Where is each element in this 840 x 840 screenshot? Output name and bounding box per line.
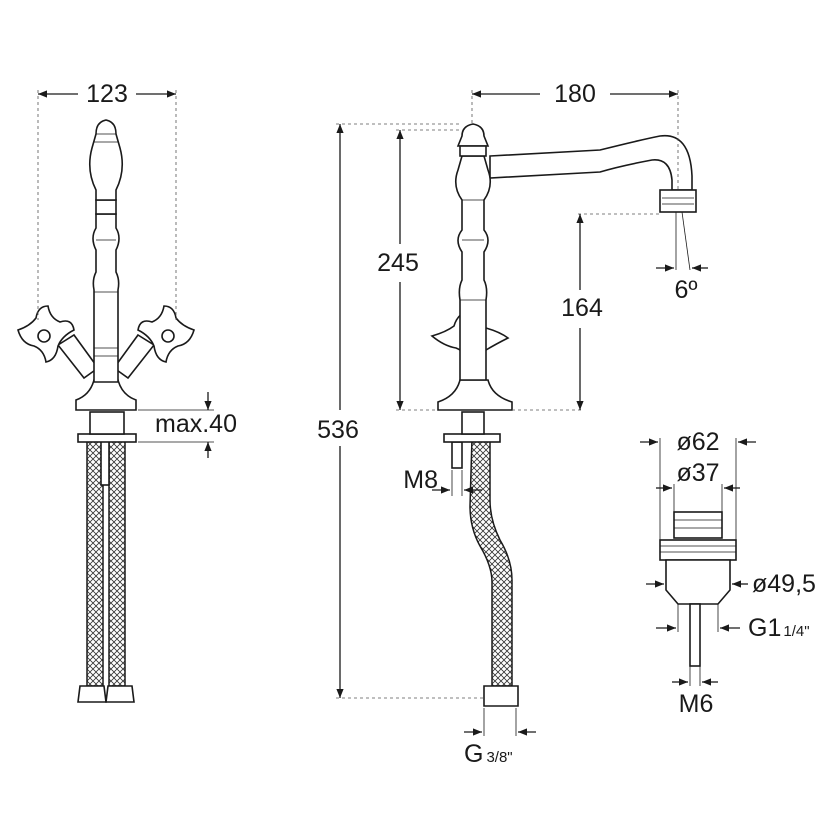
front-base	[75, 379, 137, 411]
front-shank	[89, 411, 125, 435]
waste-rod	[689, 603, 701, 667]
dim-thread-rod: M8	[403, 466, 438, 494]
dim-waste-outer-diameter: ø62	[676, 428, 719, 456]
front-mounting-plate	[77, 433, 137, 443]
front-finial	[88, 119, 124, 201]
side-spout-tip	[659, 189, 697, 213]
side-shank	[461, 411, 485, 435]
dim-height-spout: 245	[377, 249, 419, 277]
front-arm-right	[112, 333, 156, 380]
waste-body	[665, 559, 731, 605]
side-finial-collar	[459, 145, 487, 157]
front-collar	[95, 199, 117, 215]
waste-flange	[659, 539, 737, 561]
side-hose-nut	[483, 685, 519, 707]
dim-max-thickness: max.40	[155, 410, 237, 438]
front-arm-left	[56, 333, 100, 380]
front-handle-cap-left	[37, 329, 51, 343]
side-fixing-rod	[451, 441, 463, 469]
dim-waste-body-diameter: ø49,5	[752, 570, 816, 598]
front-body-column	[92, 213, 120, 383]
front-view: 123 max.40	[17, 80, 237, 703]
dim-width-side: 180	[554, 80, 596, 108]
dim-angle: 6º	[674, 276, 697, 304]
side-base	[437, 379, 513, 411]
side-body-column	[454, 155, 492, 381]
waste-cap	[673, 511, 723, 539]
dim-waste-inner-diameter: ø37	[676, 459, 719, 487]
side-finial	[456, 123, 490, 147]
dim-height-total: 536	[317, 416, 359, 444]
side-mounting-plate	[443, 433, 501, 443]
dim-waste-rod: M6	[679, 690, 714, 718]
front-hose-nut-left	[77, 685, 107, 703]
front-handle-cap-right	[161, 329, 175, 343]
side-spout	[489, 134, 693, 191]
front-hose-right	[108, 437, 126, 687]
side-view: 180 536 245 164 6º M8	[317, 80, 708, 768]
front-hose-nut-right	[105, 685, 135, 703]
side-hose	[469, 437, 513, 687]
dim-width-front: 123	[86, 80, 128, 108]
dim-height-outlet: 164	[561, 294, 603, 322]
